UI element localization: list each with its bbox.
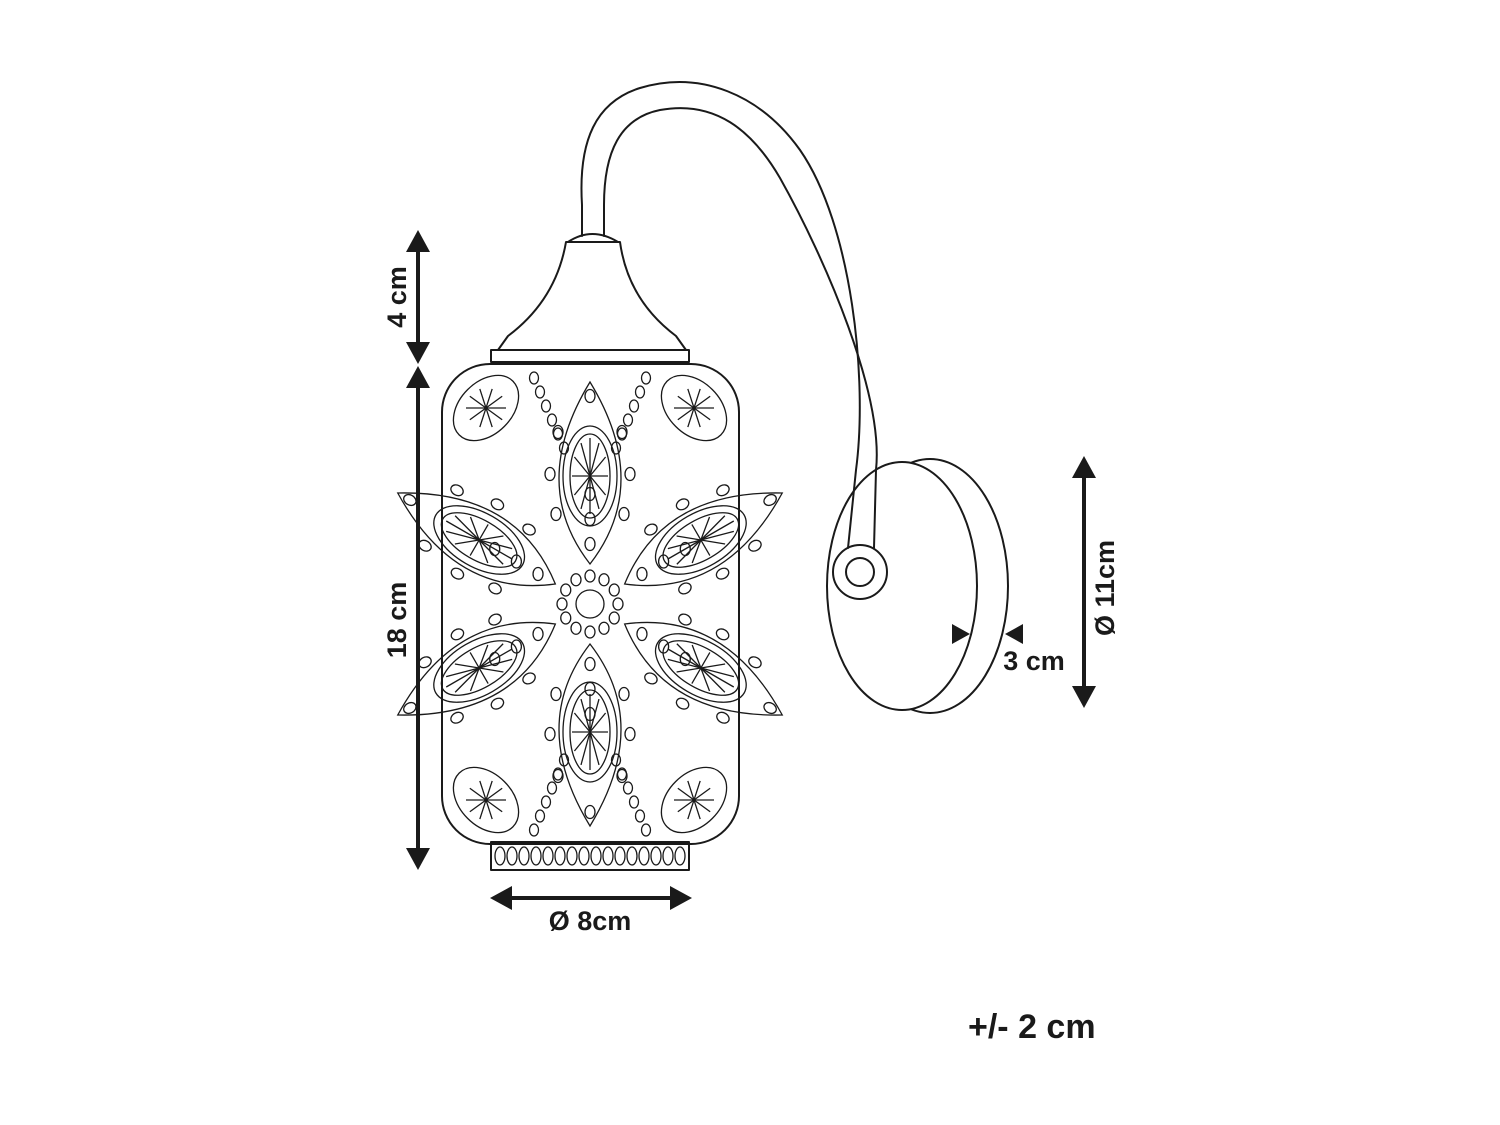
shade-top-cap	[490, 233, 690, 363]
petal	[623, 613, 784, 724]
petal	[396, 484, 557, 595]
shade-diameter-label: Ø 8cm	[549, 906, 632, 936]
corner-motif	[452, 753, 570, 837]
top-height-label: 4 cm	[382, 266, 412, 328]
corner-motif	[452, 371, 570, 455]
base-depth-label: 3 cm	[1003, 646, 1065, 676]
lamp-arm	[580, 81, 878, 549]
shade-height-label: 18 cm	[382, 582, 412, 659]
petal	[623, 484, 784, 595]
dimension-shade-diameter: Ø 8cm	[490, 886, 692, 936]
corner-motif	[610, 753, 728, 837]
petal	[544, 380, 636, 566]
wall-base	[826, 458, 1009, 714]
shade-body	[396, 363, 784, 845]
base-diameter-label: Ø 11cm	[1090, 540, 1120, 636]
dimension-base-diameter: Ø 11cm	[1072, 456, 1120, 708]
dimension-shade-height: 18 cm	[382, 366, 430, 870]
tolerance-note: +/- 2 cm	[968, 1008, 1096, 1046]
petal	[544, 642, 636, 828]
petal	[396, 613, 557, 724]
shade-bottom-band	[490, 841, 690, 871]
dimension-base-depth: 3 cm	[952, 624, 1065, 676]
corner-motif	[610, 371, 728, 455]
dimension-top-height: 4 cm	[382, 230, 430, 364]
